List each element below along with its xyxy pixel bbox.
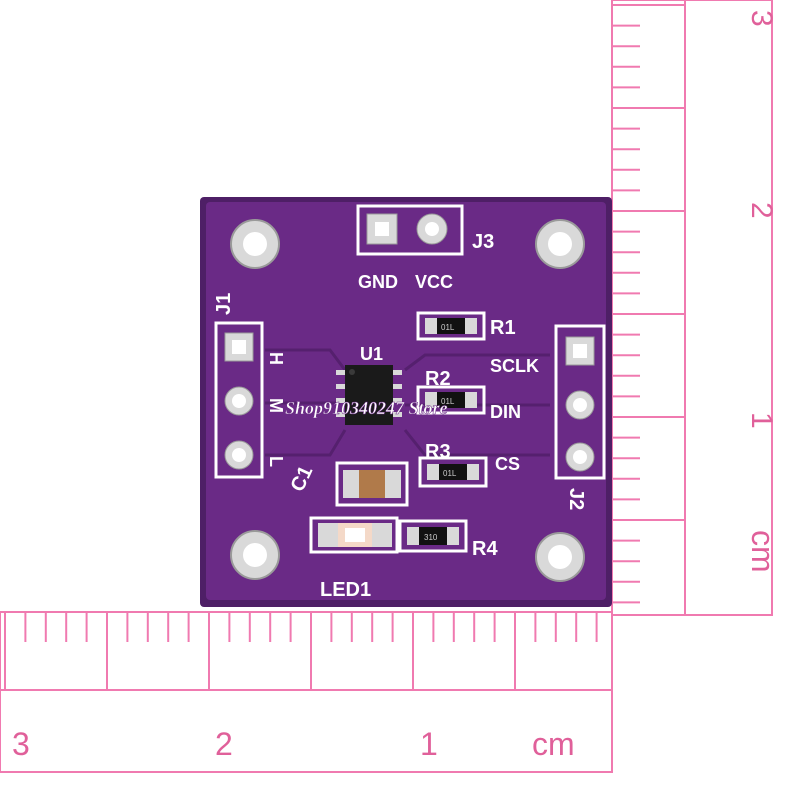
vertical-ruler-number-2: 2 bbox=[745, 202, 778, 219]
r4-marking: 310 bbox=[424, 533, 438, 542]
mounting-hole-bottom-right bbox=[535, 532, 585, 582]
r3-label: R3 bbox=[425, 441, 451, 463]
j2-pin-cs-label: CS bbox=[495, 454, 520, 474]
horizontal-ruler-number-1: 1 bbox=[420, 726, 438, 762]
connector-j2: J2 SCLK DIN CS bbox=[490, 324, 606, 510]
mounting-hole-bottom-left bbox=[230, 530, 280, 580]
j1-pin-h-label: H bbox=[266, 352, 286, 365]
led1: LED1 bbox=[309, 516, 399, 601]
r1-marking: 01L bbox=[441, 323, 455, 332]
horizontal-ruler-unit: cm bbox=[532, 726, 575, 762]
u1-label: U1 bbox=[360, 344, 383, 364]
connector-j3: J3 GND VCC bbox=[356, 204, 494, 292]
mounting-hole-top-left bbox=[230, 219, 280, 269]
vertical-ruler-number-1: 1 bbox=[745, 412, 778, 429]
r2-marking: 01L bbox=[441, 397, 455, 406]
chip-u1: U1 bbox=[336, 344, 402, 425]
store-watermark: Shop910340247 Store bbox=[285, 398, 448, 418]
r1-label: R1 bbox=[490, 317, 516, 339]
j2-pin-din-label: DIN bbox=[490, 402, 521, 422]
pcb-board: J3 GND VCC J1 H M L J2 bbox=[200, 197, 612, 607]
vertical-ruler-unit: cm bbox=[745, 530, 781, 573]
mounting-hole-top-right bbox=[535, 219, 585, 269]
vertical-ruler: 3 2 1 cm bbox=[611, 0, 781, 616]
j1-pin-l-label: L bbox=[266, 456, 286, 467]
connector-j1: J1 H M L bbox=[213, 293, 286, 479]
j1-pin-m-label: M bbox=[266, 398, 286, 413]
j2-pin-sclk-label: SCLK bbox=[490, 356, 539, 376]
j3-label: J3 bbox=[472, 231, 494, 253]
led1-label: LED1 bbox=[320, 579, 371, 601]
vertical-ruler-number-3: 3 bbox=[745, 10, 778, 27]
horizontal-ruler: 3 2 1 cm bbox=[0, 611, 613, 773]
horizontal-ruler-number-2: 2 bbox=[215, 726, 233, 762]
horizontal-ruler-number-3: 3 bbox=[12, 726, 30, 762]
resistor-r3: 01L R3 bbox=[418, 441, 488, 488]
r2-label: R2 bbox=[425, 368, 451, 390]
resistor-r1: 01L R1 bbox=[416, 311, 516, 341]
j1-label: J1 bbox=[213, 293, 235, 315]
pcb-traces bbox=[265, 348, 550, 457]
resistor-r2: 01L R2 bbox=[416, 368, 486, 415]
j3-pin-vcc-label: VCC bbox=[415, 272, 453, 292]
r4-label: R4 bbox=[472, 538, 498, 560]
resistor-r4: 310 R4 bbox=[398, 519, 498, 560]
r3-marking: 01L bbox=[443, 469, 457, 478]
j2-label: J2 bbox=[565, 488, 587, 510]
j3-pin-gnd-label: GND bbox=[358, 272, 398, 292]
